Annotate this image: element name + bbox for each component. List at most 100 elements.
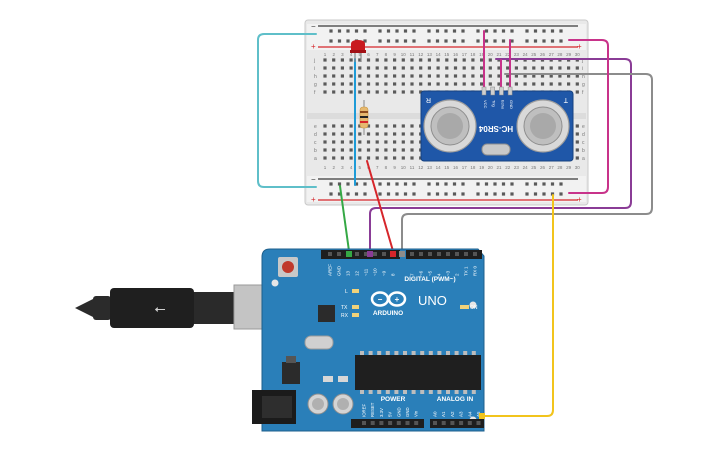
breadboard-hole[interactable] — [523, 66, 527, 70]
breadboard-hole[interactable] — [393, 90, 397, 94]
breadboard-hole[interactable] — [532, 74, 536, 78]
breadboard-hole[interactable] — [384, 90, 388, 94]
analog-pin[interactable] — [441, 421, 446, 425]
sensor-pin[interactable] — [481, 86, 487, 96]
breadboard-hole[interactable] — [453, 74, 458, 78]
breadboard-hole[interactable] — [323, 90, 327, 94]
breadboard-hole[interactable] — [567, 66, 571, 70]
rail-hole[interactable] — [550, 182, 555, 186]
breadboard-hole[interactable] — [349, 66, 353, 70]
analog-pin[interactable] — [467, 421, 472, 425]
breadboard-hole[interactable] — [436, 74, 440, 78]
breadboard-hole[interactable] — [488, 66, 492, 70]
breadboard-hole[interactable] — [401, 90, 405, 94]
rail-hole[interactable] — [395, 192, 399, 196]
header-pin[interactable] — [355, 252, 359, 256]
breadboard-hole[interactable] — [401, 132, 405, 136]
breadboard-hole[interactable] — [323, 124, 327, 128]
breadboard-hole[interactable] — [366, 148, 371, 152]
rail-hole[interactable] — [386, 29, 391, 33]
breadboard-hole[interactable] — [358, 58, 362, 62]
breadboard-hole[interactable] — [567, 74, 571, 78]
breadboard-hole[interactable] — [419, 90, 423, 94]
breadboard-hole[interactable] — [366, 82, 371, 86]
rail-hole[interactable] — [329, 39, 333, 43]
rail-hole[interactable] — [550, 192, 555, 196]
rail-hole[interactable] — [550, 39, 555, 43]
breadboard-hole[interactable] — [393, 132, 397, 136]
breadboard-hole[interactable] — [366, 124, 371, 128]
header-pin[interactable] — [446, 252, 450, 256]
header-pin[interactable] — [382, 252, 386, 256]
breadboard-hole[interactable] — [480, 82, 484, 86]
breadboard-hole[interactable] — [323, 82, 327, 86]
rail-hole[interactable] — [461, 192, 465, 196]
breadboard-hole[interactable] — [323, 58, 327, 62]
breadboard-hole[interactable] — [427, 66, 431, 70]
breadboard-hole[interactable] — [419, 82, 423, 86]
breadboard-hole[interactable] — [349, 90, 353, 94]
rail-hole[interactable] — [484, 39, 489, 43]
rail-hole[interactable] — [533, 39, 538, 43]
breadboard-hole[interactable] — [410, 148, 414, 152]
breadboard-hole[interactable] — [401, 82, 405, 86]
breadboard-hole[interactable] — [401, 124, 405, 128]
power-pin[interactable] — [405, 421, 410, 425]
breadboard-hole[interactable] — [393, 148, 397, 152]
led[interactable] — [350, 40, 366, 62]
rail-hole[interactable] — [452, 192, 457, 196]
breadboard-hole[interactable] — [384, 156, 388, 160]
rail-hole[interactable] — [510, 29, 514, 33]
breadboard-hole[interactable] — [375, 132, 379, 136]
rail-hole[interactable] — [501, 29, 506, 33]
breadboard-hole[interactable] — [427, 74, 431, 78]
breadboard-hole[interactable] — [453, 66, 458, 70]
rail-hole[interactable] — [542, 29, 546, 33]
breadboard-hole[interactable] — [323, 132, 327, 136]
breadboard-hole[interactable] — [366, 156, 371, 160]
breadboard-hole[interactable] — [471, 66, 475, 70]
breadboard-hole[interactable] — [445, 66, 449, 70]
rail-hole[interactable] — [354, 192, 359, 196]
rail-hole[interactable] — [542, 182, 546, 186]
breadboard-hole[interactable] — [575, 132, 579, 136]
rail-hole[interactable] — [550, 29, 555, 33]
breadboard-hole[interactable] — [445, 74, 449, 78]
breadboard-hole[interactable] — [575, 66, 579, 70]
rail-hole[interactable] — [363, 182, 367, 186]
rail-hole[interactable] — [395, 182, 399, 186]
breadboard-hole[interactable] — [436, 58, 440, 62]
breadboard-hole[interactable] — [340, 74, 344, 78]
header-pin[interactable] — [428, 252, 432, 256]
rail-hole[interactable] — [493, 39, 497, 43]
rail-hole[interactable] — [435, 182, 440, 186]
rail-hole[interactable] — [363, 192, 367, 196]
breadboard-hole[interactable] — [340, 58, 344, 62]
breadboard-hole[interactable] — [375, 124, 379, 128]
rail-hole[interactable] — [484, 29, 489, 33]
rail-hole[interactable] — [493, 182, 497, 186]
breadboard-hole[interactable] — [410, 90, 414, 94]
rail-hole[interactable] — [461, 39, 465, 43]
header-pin[interactable] — [419, 252, 423, 256]
rail-hole[interactable] — [559, 182, 563, 186]
breadboard-hole[interactable] — [558, 82, 562, 86]
breadboard-hole[interactable] — [567, 82, 571, 86]
rail-hole[interactable] — [525, 39, 529, 43]
rail-hole[interactable] — [476, 192, 480, 196]
breadboard-hole[interactable] — [332, 148, 336, 152]
rail-hole[interactable] — [493, 29, 497, 33]
breadboard-hole[interactable] — [427, 58, 431, 62]
rail-hole[interactable] — [452, 39, 457, 43]
rail-hole[interactable] — [386, 192, 391, 196]
breadboard-hole[interactable] — [366, 132, 371, 136]
breadboard-hole[interactable] — [575, 156, 579, 160]
breadboard-hole[interactable] — [349, 58, 353, 62]
rail-hole[interactable] — [444, 192, 448, 196]
rail-hole[interactable] — [378, 29, 382, 33]
breadboard-hole[interactable] — [323, 148, 327, 152]
breadboard-hole[interactable] — [419, 66, 423, 70]
breadboard-hole[interactable] — [410, 66, 414, 70]
breadboard-hole[interactable] — [523, 74, 527, 78]
